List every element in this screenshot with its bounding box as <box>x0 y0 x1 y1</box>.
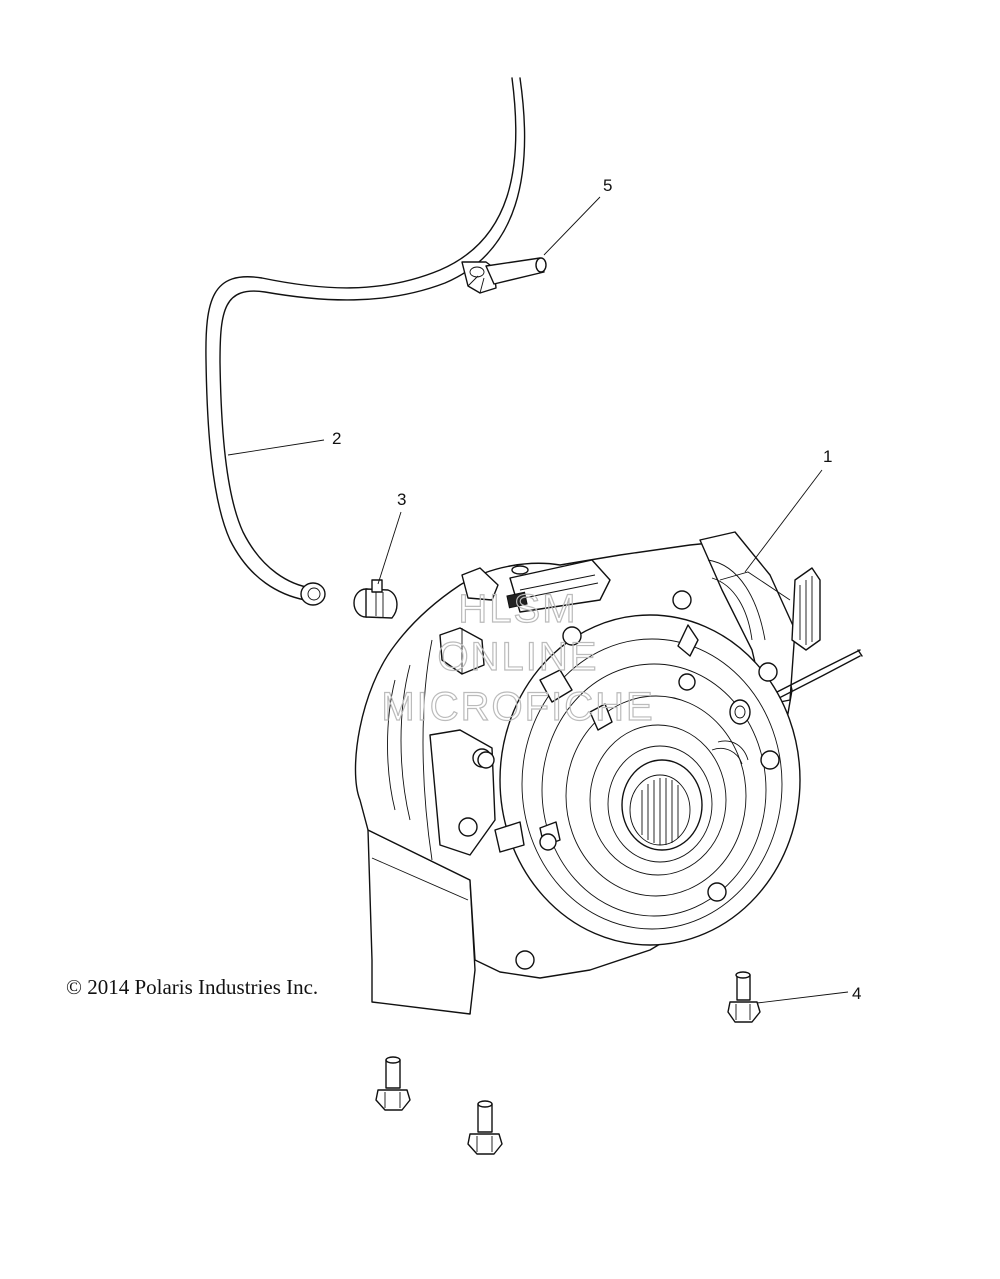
watermark-line-1: HLSM <box>458 587 577 631</box>
callout-2: 2 <box>332 429 341 448</box>
breather-fitting[interactable] <box>461 257 547 294</box>
copyright-notice: © 2014 Polaris Industries Inc. <box>66 975 318 999</box>
cover-bolts <box>477 590 780 970</box>
callout-3: 3 <box>397 490 406 509</box>
callout-5: 5 <box>603 176 612 195</box>
watermark: HLSM ONLINE MICROFICHE <box>381 586 654 729</box>
leader-lines <box>227 196 849 1004</box>
hose-clamp[interactable] <box>353 579 398 619</box>
gearcase-housing[interactable] <box>354 531 863 1015</box>
vent-hose[interactable] <box>205 77 526 606</box>
watermark-line-2: ONLINE <box>438 635 599 679</box>
mounting-bolt-4[interactable] <box>727 971 761 1023</box>
mounting-bolt-a[interactable] <box>375 1056 411 1111</box>
mounting-bolt-b[interactable] <box>467 1100 503 1155</box>
watermark-line-3: MICROFICHE <box>381 685 654 729</box>
callout-1: 1 <box>823 447 832 466</box>
callout-4: 4 <box>852 984 861 1003</box>
